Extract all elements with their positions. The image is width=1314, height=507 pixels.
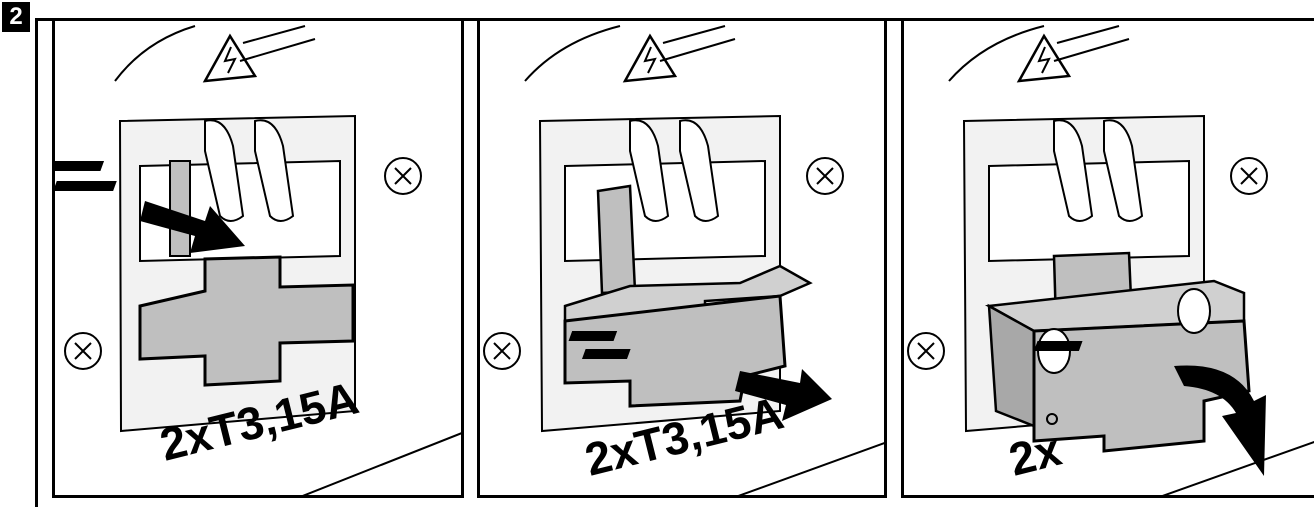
step-number-badge: 2 [2,2,30,32]
ground-symbol [659,25,736,62]
housing-edge [1162,441,1314,495]
socket-pin-1 [629,119,670,222]
fuse-drawer [138,255,355,387]
drawer-hole [1046,413,1058,425]
panel-step-2: 2xT3,15A [477,18,887,498]
screw-icon [384,157,422,195]
panel-step-1: 2xT3,15A [52,18,464,498]
fuse-cartridge [1177,288,1211,334]
fuse-drawer [563,294,787,408]
screw-icon [64,332,102,370]
housing-curve [114,25,196,82]
fuse-latch [596,184,637,295]
screw-icon [907,332,945,370]
socket-pin-2 [1103,119,1144,222]
housing-curve [524,25,621,82]
high-voltage-warning-icon [1016,33,1072,83]
socket-pin-2 [679,119,720,222]
frame-left-line [35,18,38,507]
high-voltage-warning-icon [202,33,258,83]
socket-pin-1 [1053,119,1094,222]
pull-arrow-icon [568,331,832,421]
screw-icon [806,157,844,195]
housing-edge [302,432,461,495]
ground-symbol [239,25,316,62]
screw-icon [483,332,521,370]
fuse-drawer [1032,319,1251,453]
ground-symbol [1053,25,1130,62]
high-voltage-warning-icon [622,33,678,83]
socket-pin-2 [254,119,295,222]
housing-curve [948,25,1045,82]
fuse-latch [169,160,191,257]
housing-edge [738,442,884,495]
socket-pin-1 [204,119,245,222]
screw-icon [1230,157,1268,195]
pull-arrow-icon [55,161,245,253]
panel-step-3: 2x [901,18,1314,498]
pull-arrow-icon [1033,341,1266,476]
fuse-rating-label: 2x [1004,423,1067,486]
